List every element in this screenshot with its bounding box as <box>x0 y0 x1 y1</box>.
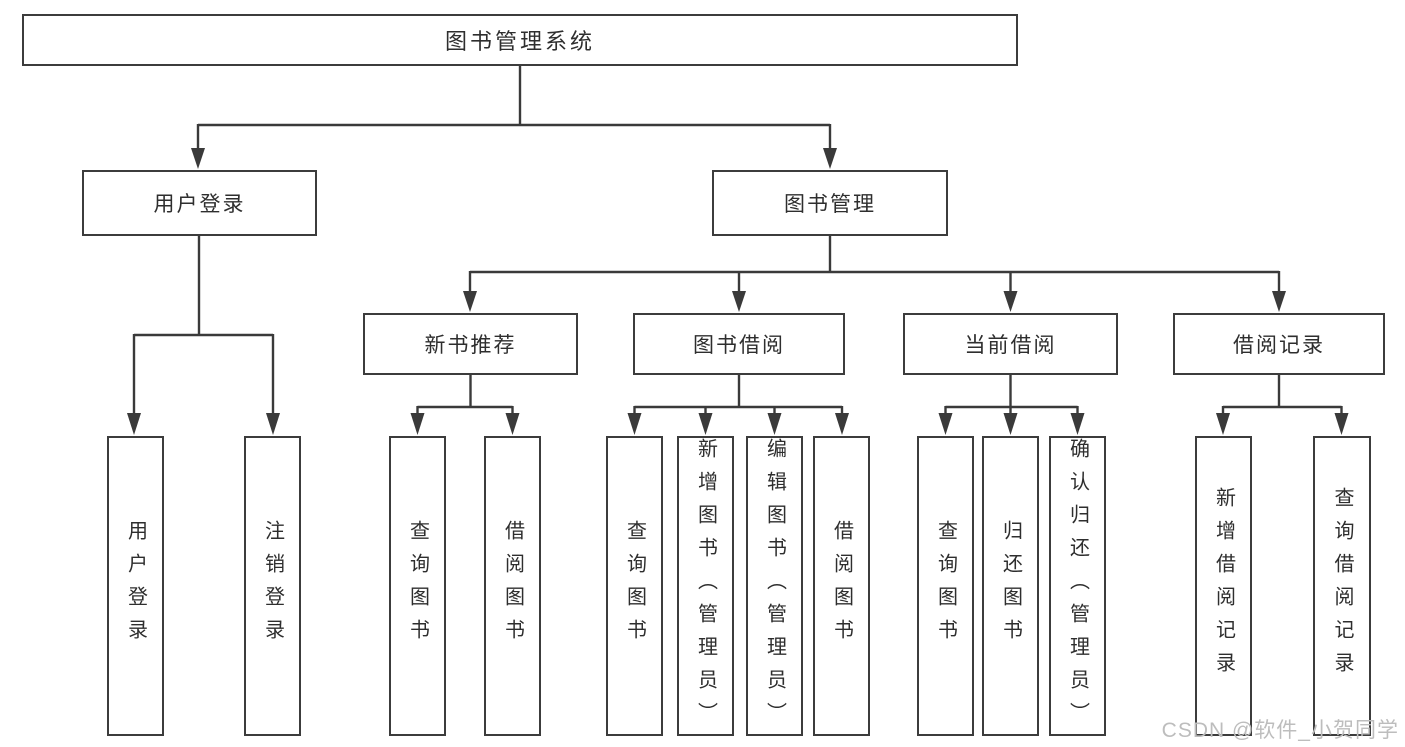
leaf-query-borrow-record: 查询借阅记录 <box>1313 436 1371 736</box>
node-new-book-recommend: 新书推荐 <box>363 313 578 375</box>
leaf-user-login: 用户登录 <box>107 436 164 736</box>
node-user-login: 用户登录 <box>82 170 317 236</box>
connector-borrow-to-leaves <box>627 375 849 435</box>
connector-recommend-to-leaves <box>410 375 520 435</box>
node-library-system: 图书管理系统 <box>22 14 1018 66</box>
leaf-label: 查询借阅记录 <box>1331 487 1353 685</box>
leaf-label: 借阅图书 <box>501 520 524 652</box>
connector-root-to-level2 <box>191 66 837 169</box>
leaf-label: 新增图书（管理员） <box>694 438 717 735</box>
leaf-query-books-borrow: 查询图书 <box>606 436 663 736</box>
leaf-label: 新增借阅记录 <box>1212 487 1235 685</box>
leaf-label: 查询图书 <box>934 520 957 652</box>
leaf-label: 查询图书 <box>623 520 646 652</box>
node-borrow-records: 借阅记录 <box>1173 313 1385 375</box>
csdn-watermark: CSDN @软件_小贺同学 <box>1161 719 1399 742</box>
leaf-label: 编辑图书（管理员） <box>763 438 786 735</box>
leaf-label: 借阅图书 <box>830 520 853 652</box>
connector-current-to-leaves <box>938 375 1085 435</box>
leaf-logout: 注销登录 <box>244 436 301 736</box>
connector-mgmt-to-level3 <box>463 236 1286 312</box>
leaf-edit-books-admin: 编辑图书（管理员） <box>746 436 803 736</box>
leaf-label: 查询图书 <box>406 520 429 652</box>
leaf-label: 归还图书 <box>999 520 1022 652</box>
leaf-query-books-current: 查询图书 <box>917 436 974 736</box>
connector-records-to-leaves <box>1216 375 1349 435</box>
leaf-label: 注销登录 <box>261 520 284 652</box>
leaf-return-books: 归还图书 <box>982 436 1039 736</box>
leaf-add-borrow-record: 新增借阅记录 <box>1195 436 1252 736</box>
leaf-add-books-admin: 新增图书（管理员） <box>677 436 734 736</box>
node-book-management: 图书管理 <box>712 170 948 236</box>
leaf-borrow-books: 借阅图书 <box>813 436 870 736</box>
leaf-borrow-books-recommend: 借阅图书 <box>484 436 541 736</box>
node-book-borrow: 图书借阅 <box>633 313 845 375</box>
leaf-query-books-recommend: 查询图书 <box>389 436 446 736</box>
leaf-label: 确认归还（管理员） <box>1066 438 1089 735</box>
node-current-borrow: 当前借阅 <box>903 313 1118 375</box>
leaf-label: 用户登录 <box>124 520 147 652</box>
leaf-confirm-return-admin: 确认归还（管理员） <box>1049 436 1106 736</box>
connector-login-to-leaves <box>127 236 280 435</box>
